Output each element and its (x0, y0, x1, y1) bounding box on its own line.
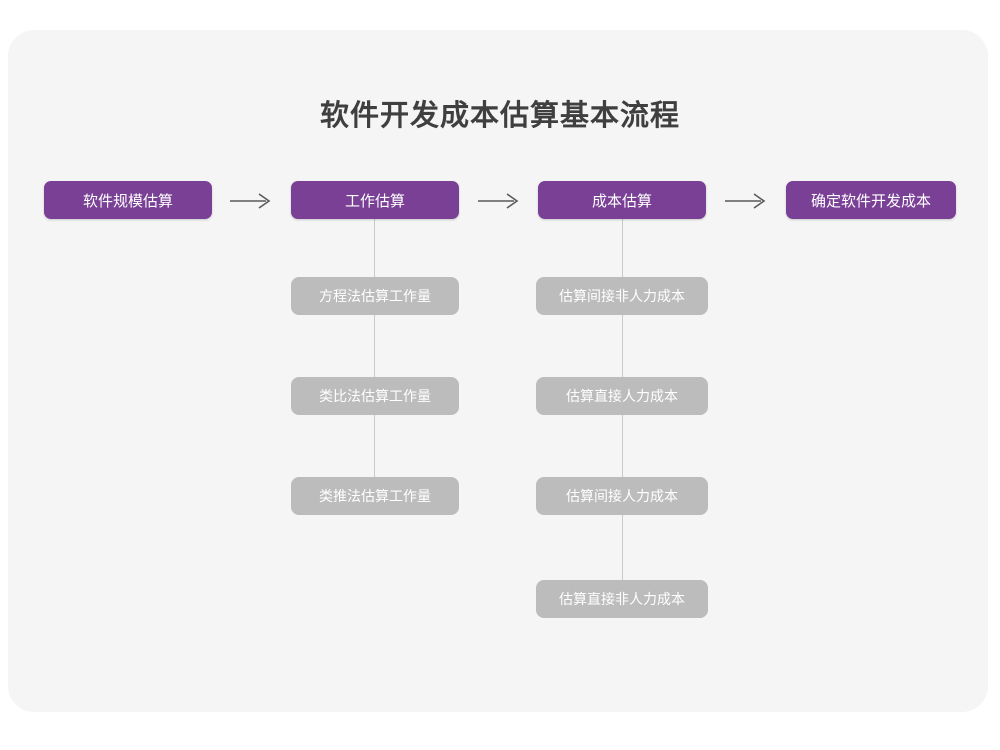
sub-step-indirect-nonlabor-cost[interactable]: 估算间接非人力成本 (536, 277, 708, 315)
sub-step-inference-method-effort[interactable]: 类推法估算工作量 (291, 477, 459, 515)
flow-step-work-estimation[interactable]: 工作估算 (291, 181, 459, 219)
connector-line-work (374, 218, 375, 503)
flow-step-software-size-estimation[interactable]: 软件规模估算 (44, 181, 212, 219)
page-title: 软件开发成本估算基本流程 (319, 100, 680, 132)
flow-step-cost-estimation[interactable]: 成本估算 (538, 181, 706, 219)
flow-arrow-2-icon (476, 190, 522, 212)
sub-step-analogy-method-effort[interactable]: 类比法估算工作量 (291, 377, 459, 415)
content-card (8, 30, 988, 712)
sub-step-equation-method-effort[interactable]: 方程法估算工作量 (291, 277, 459, 315)
flow-arrow-3-icon (723, 190, 769, 212)
sub-step-direct-labor-cost[interactable]: 估算直接人力成本 (536, 377, 708, 415)
flow-arrow-1-icon (228, 190, 274, 212)
flow-step-determine-development-cost[interactable]: 确定软件开发成本 (786, 181, 956, 219)
sub-step-direct-nonlabor-cost[interactable]: 估算直接非人力成本 (536, 580, 708, 618)
sub-step-indirect-labor-cost[interactable]: 估算间接人力成本 (536, 477, 708, 515)
